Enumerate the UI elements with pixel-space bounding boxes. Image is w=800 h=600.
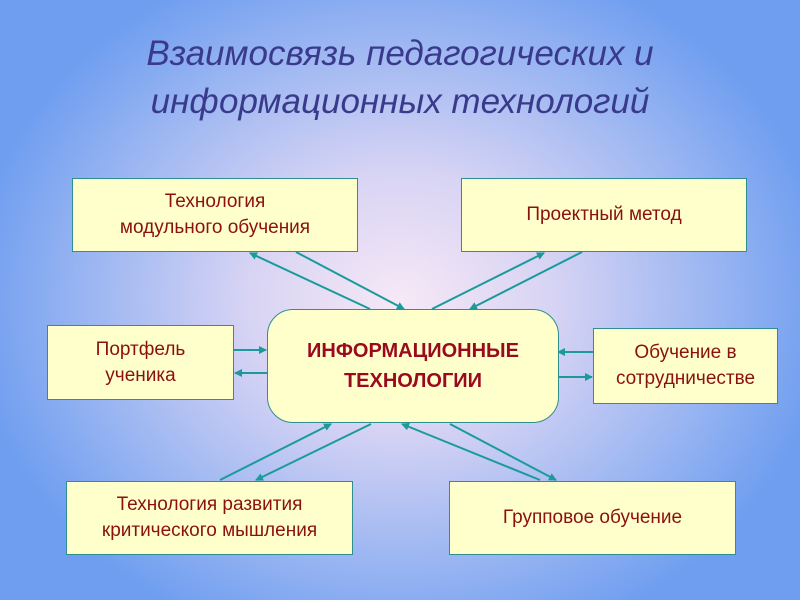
box-group-learning: Групповое обучение	[449, 481, 736, 555]
arrow	[449, 423, 557, 481]
box-critical-thinking: Технология развития критического мышления	[66, 481, 353, 555]
box-text: Проектный метод	[526, 204, 682, 225]
box-text: модульного обучения	[119, 217, 311, 238]
box-text: Портфель	[95, 338, 186, 360]
center-line-2: ТЕХНОЛОГИИ	[343, 370, 483, 392]
box-portfolio: Портфель ученика	[47, 325, 234, 400]
center-box-information-technologies: ИНФОРМАЦИОННЫЕ ТЕХНОЛОГИИ	[267, 309, 559, 423]
center-line-1: ИНФОРМАЦИОННЫЕ	[307, 340, 519, 362]
box-text: Групповое обучение	[502, 507, 683, 528]
slide-title: Взаимосвязь педагогических и информацион…	[0, 30, 800, 126]
box-text: сотрудничестве	[615, 368, 756, 389]
arrow	[249, 252, 371, 310]
arrow	[219, 423, 332, 481]
title-line-1: Взаимосвязь педагогических и	[146, 34, 654, 73]
box-text: Технология развития	[116, 494, 303, 515]
box-cooperative-learning: Обучение в сотрудничестве	[593, 328, 778, 404]
arrow	[255, 423, 372, 481]
box-text: Технология	[164, 191, 266, 212]
arrow	[295, 251, 405, 310]
box-modular-learning: Технология модульного обучения	[72, 178, 358, 252]
box-text: ученика	[105, 364, 176, 386]
arrow	[469, 251, 583, 310]
box-text: критического мышления	[101, 520, 318, 541]
arrow	[431, 252, 545, 310]
box-text: Обучение в	[634, 342, 737, 363]
box-project-method: Проектный метод	[461, 178, 747, 252]
title-line-2: информационных технологий	[150, 82, 650, 121]
arrow	[401, 422, 541, 481]
